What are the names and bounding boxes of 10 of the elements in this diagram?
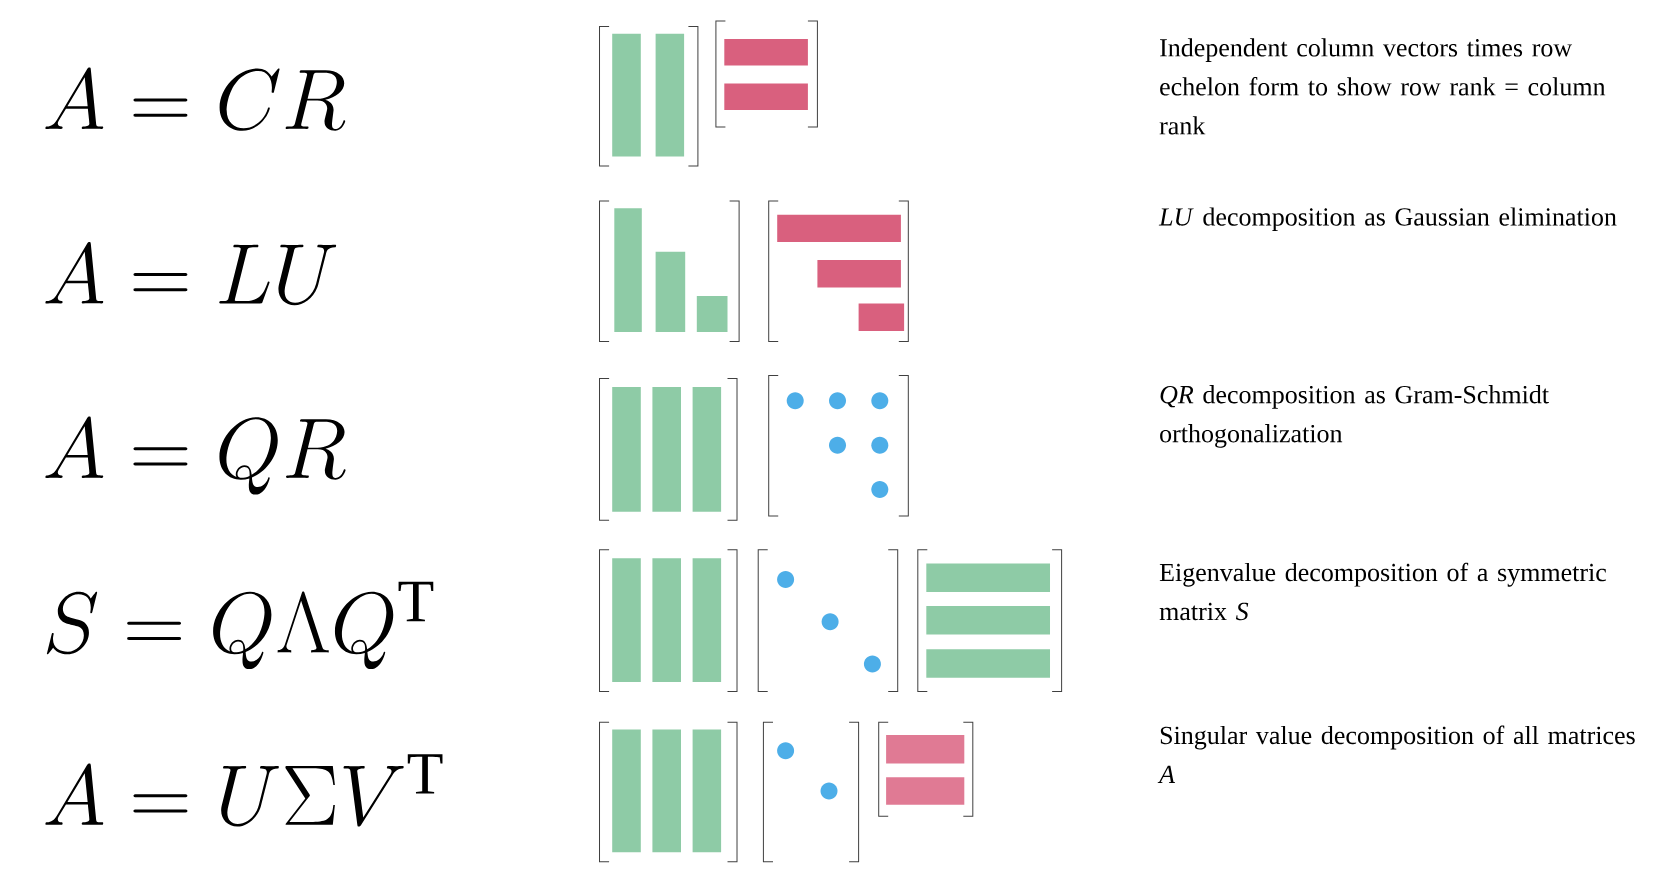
formula: $A = U\Sigma V^{\mathrm{T}}$ bbox=[45, 754, 443, 827]
description-text: Singular value decomposition of all matrices A bbox=[1157, 725, 1635, 783]
formula: $S = Q\Lambda Q^{\mathrm{T}}$ bbox=[46, 581, 434, 670]
description-text: LU decomposition as Gaussian elimination bbox=[1158, 207, 1617, 231]
description-text: QR decomposition as Gram-Schmidt orthogonalization bbox=[1160, 385, 1549, 448]
description-text: Eigenvalue decomposition of a symmetric matrix S bbox=[1159, 562, 1607, 621]
formula: $A = CR$ bbox=[45, 67, 346, 131]
formula: $A = QR$ bbox=[45, 416, 346, 495]
formula: $A = LU$ bbox=[45, 242, 337, 306]
description-text: Independent column vectors times row echelon form to show row rank = column rank bbox=[1159, 38, 1606, 135]
